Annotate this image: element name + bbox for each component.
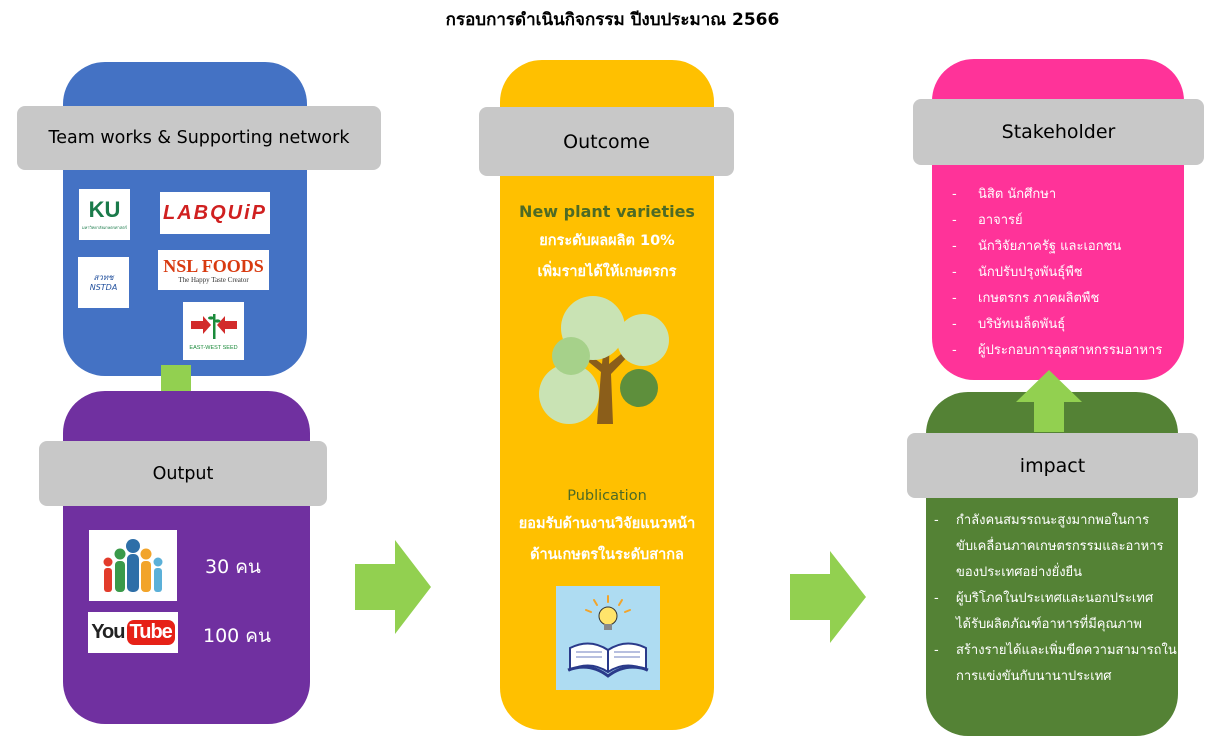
east-west-seed-text: EAST-WEST SEED (189, 344, 238, 351)
output-header: Output (39, 441, 327, 506)
people-count: 30 คน (205, 556, 261, 578)
page-title: กรอบการดำเนินกิจกรรม ปีงบประมาณ 2566 (445, 10, 780, 30)
nstda-logo-text: สวทช NSTDA (89, 272, 118, 292)
team-header: Team works & Supporting network (17, 106, 381, 170)
nsl-foods-logo: NSL FOODS The Happy Taste Creator (158, 250, 269, 290)
ku-logo-text: KU (88, 196, 121, 222)
outcome-income: เพิ่มรายได้ให้เกษตรกร (537, 264, 677, 280)
impact-item: - สร้างรายได้และเพิ่มขีดความสามารถในการแ… (934, 643, 1177, 684)
stakeholder-item: -นิสิต นักศึกษา (952, 187, 1057, 202)
people-group-icon (103, 538, 163, 592)
right-arrow-icon-2 (790, 551, 866, 643)
outcome-header: Outcome (479, 107, 734, 176)
nsl-logo-sub: The Happy Taste Creator (178, 275, 249, 284)
stakeholder-item: -นักวิจัยภาครัฐ และเอกชน (952, 239, 1122, 254)
ku-logo: KU มหาวิทยาลัยเกษตรศาสตร์ (79, 189, 130, 240)
outcome-publication: Publication (567, 488, 647, 504)
nsl-logo-text: NSL FOODS (163, 255, 264, 276)
youtube-you: You (91, 621, 125, 643)
impact-item: - กำลังคนสมรรถนะสูงมากพอในการขับเคลื่อนภ… (934, 513, 1164, 580)
people-icon-box (89, 530, 177, 601)
tree-icon (539, 296, 669, 424)
stakeholder-item: -ผู้ประกอบการอุตสาหกรรมอาหาร (952, 343, 1163, 358)
outcome-text-2: Publication ยอมรับด้านงานวิจัยแนวหน้า ด้… (500, 488, 714, 566)
stakeholder-item: -นักปรับปรุงพันธุ์พืช (952, 265, 1083, 280)
outcome-text-1: New plant varieties ยกระดับผลผลิต 10% เพ… (500, 202, 714, 283)
stakeholder-header: Stakeholder (913, 99, 1204, 165)
outcome-yield: ยกระดับผลผลิต 10% (539, 233, 675, 249)
stakeholder-item: -บริษัทเมล็ดพันธุ์ (952, 317, 1066, 332)
east-west-seed-logo: EAST-WEST SEED (183, 302, 244, 360)
outcome-international: ด้านเกษตรในระดับสากล (530, 547, 684, 563)
nstda-logo: สวทช NSTDA (78, 257, 129, 308)
book-image (556, 586, 660, 690)
stakeholder-item: -อาจารย์ (952, 213, 1023, 228)
ku-logo-sub: มหาวิทยาลัยเกษตรศาสตร์ (82, 224, 127, 230)
labquip-logo: LABQUiP (160, 192, 270, 234)
impact-list: - กำลังคนสมรรถนะสูงมากพอในการขับเคลื่อนภ… (934, 508, 1178, 690)
up-arrow-icon (1016, 370, 1082, 432)
stakeholder-list: -นิสิต นักศึกษา -อาจารย์ -นักวิจัยภาครัฐ… (952, 182, 1180, 364)
outcome-research: ยอมรับด้านงานวิจัยแนวหน้า (518, 516, 696, 532)
book-lightbulb-icon (567, 595, 649, 678)
youtube-tube: Tube (126, 620, 175, 645)
youtube-logo: You Tube (88, 612, 178, 653)
east-west-seed-icon (190, 313, 237, 339)
youtube-count: 100 คน (203, 625, 272, 647)
outcome-new-varieties: New plant varieties (519, 202, 695, 221)
right-arrow-icon (355, 540, 431, 634)
stakeholder-item: -เกษตรกร ภาคผลิตพืช (952, 291, 1100, 306)
impact-header: impact (907, 433, 1198, 498)
impact-item: - ผู้บริโภคในประเทศและนอกประเทศได้รับผลิ… (934, 591, 1154, 632)
labquip-logo-text: LABQUiP (163, 201, 267, 224)
